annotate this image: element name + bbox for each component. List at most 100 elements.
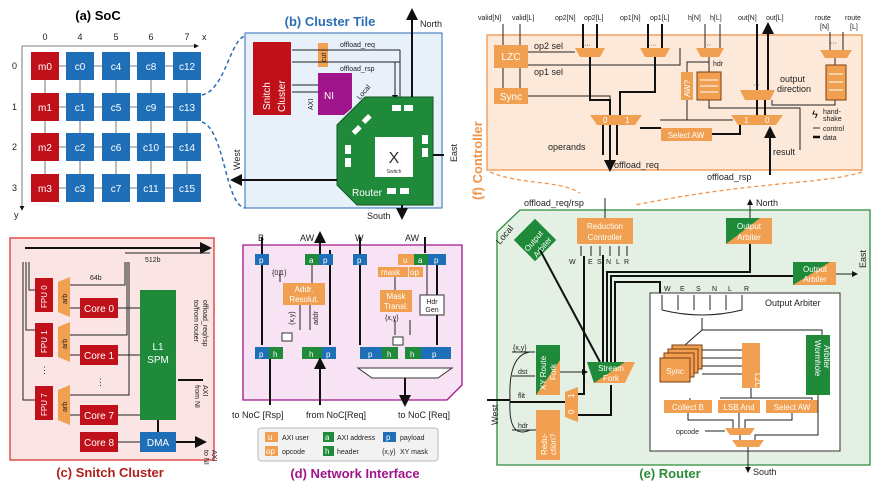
output-direction-1: output [780,74,806,84]
fifo-lines [829,73,843,91]
cluster-tile[interactable] [173,133,201,161]
tile-label: c9 [146,103,157,114]
legend-label: header [337,449,359,456]
cluster-tile[interactable] [137,174,165,202]
cluster-tile[interactable] [102,174,130,202]
controller-data-wires [582,24,766,155]
switch-label: Switch [387,169,402,175]
opcode-label: opcode [676,429,699,436]
op1-sel-label: op1 sel [534,67,563,77]
tile-label: c14 [179,143,196,154]
field-u: u [403,256,407,265]
router-label: Router [352,188,383,199]
cluster-tile[interactable] [173,174,201,202]
cluster-tile[interactable] [66,93,94,121]
tile-label: m1 [38,103,52,114]
memory-tile[interactable] [31,174,59,202]
tile-label: c11 [143,184,159,195]
legend-key: {x,y} [382,449,396,456]
cluster-tile[interactable] [66,133,94,161]
core-0-label: Core 0 [84,304,114,315]
port-label: W [569,259,576,266]
legend-key: h [325,447,329,456]
cluster-tile[interactable] [102,52,130,80]
snitch-label: Snitch [262,82,273,110]
red-label-2: Controller [588,233,623,242]
legend-swatch [323,432,334,442]
cluster-tile[interactable] [173,52,201,80]
port-label: E [588,259,593,266]
memory-tile[interactable] [31,133,59,161]
field-op: op [410,268,419,277]
cluster-tile[interactable] [137,52,165,80]
arb-wires [70,262,130,396]
red-label-1: Reduction [587,222,623,231]
cluster-tile[interactable] [102,93,130,121]
field-p: p [259,256,264,265]
port-label: L [728,286,732,293]
memory-tile[interactable] [31,93,59,121]
result-label: result [773,147,796,157]
legend-key: op [266,447,275,456]
mux-0: 0 [567,409,576,414]
y-axis-label: y [14,210,19,220]
field-p: p [326,350,331,359]
cluster-tile[interactable] [137,93,165,121]
oa-label-2: Arbiter [737,233,761,242]
sf-label-2: Fork [603,374,620,383]
north-label: North [420,19,442,29]
ni-legend [257,427,439,462]
collect-b-label: Collect B [672,403,704,412]
core-8-label: Core 8 [84,438,114,449]
axi-to-label-2: to NI [202,450,209,465]
tile-label: c10 [143,143,160,154]
axi-label: AXI [308,99,315,110]
cluster-tile[interactable] [137,133,165,161]
cluster-tile-panel: (b) Cluster Tile Snitch Cluster cut offl… [230,8,459,221]
ni-title: (d) Network Interface [290,466,419,481]
snitch-cluster-block [253,42,291,115]
lzc-block [494,45,528,68]
mux-dots: ··· [704,42,711,49]
cluster-tile[interactable] [102,133,130,161]
aw-check-block [681,72,693,100]
axi-from-label-2: from NI [193,385,200,408]
fpu-7-label: FPU 7 [40,393,49,416]
fpu-1-label: FPU 1 [40,330,49,353]
hdr-gen-block [419,294,445,316]
ctrl-input: h[L] [710,15,722,22]
ctrl-output: out[N] [738,15,757,22]
fpu-0-label: FPU 0 [40,285,49,308]
ctrl-input: valid[N] [478,15,501,22]
tile-label: c1 [75,103,86,114]
addr-resolution-block [283,283,325,305]
cluster-tile[interactable] [66,174,94,202]
output-arbiter-label: Output Arbiter [765,298,821,308]
memory-tile[interactable] [31,52,59,80]
arb-label: arb [62,339,69,349]
cluster-tile[interactable] [66,52,94,80]
tile-label: c8 [146,62,157,73]
router-east: East [858,249,868,268]
fifo-lines [700,79,718,93]
xy-label: {x,y} [385,315,399,322]
mask-label-1: Mask [386,292,406,301]
port-label: L [616,259,620,266]
tile-label: c3 [75,184,86,195]
tile-label: c15 [179,184,196,195]
port-label: R [744,286,749,293]
legend-swatch [265,432,278,442]
router-title: (e) Router [639,466,700,481]
cut-block [318,43,328,67]
wormhole-label-1: Wormhole [813,340,822,377]
port-label: S [597,259,602,266]
y-tick-label: 3 [12,183,17,193]
cluster-label: Cluster [277,80,288,112]
op2-sel-label: op2 sel [534,41,563,51]
offload-rsp-label: offload_rsp [340,66,375,73]
cluster-tile[interactable] [173,93,201,121]
y-tick-label: 1 [12,102,17,112]
field-h: h [387,350,391,359]
select-aw-block [661,128,712,141]
